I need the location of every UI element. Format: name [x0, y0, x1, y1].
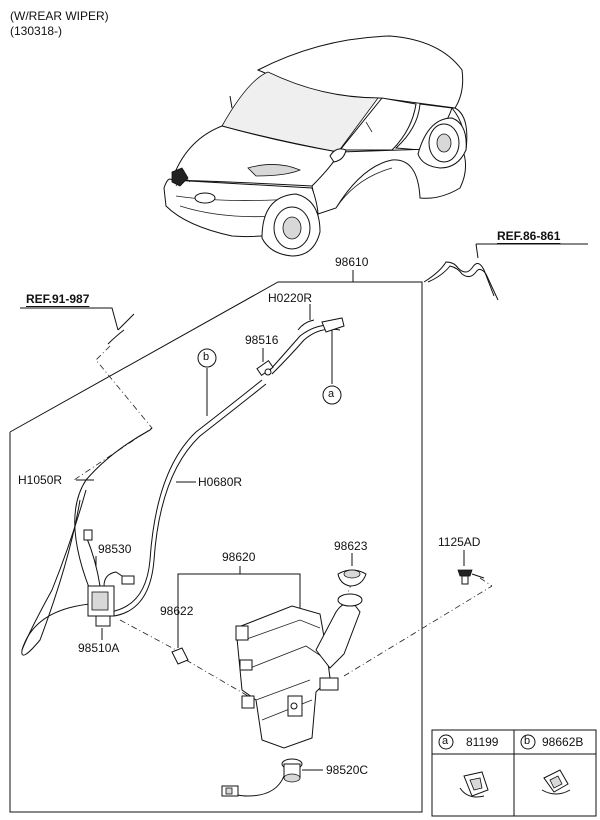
bolt-1125AD — [457, 569, 485, 585]
part-98620-label[interactable]: 98620 — [222, 550, 256, 564]
level-sensor-98520C — [221, 758, 303, 797]
part-1125AD-label[interactable]: 1125AD — [438, 535, 481, 549]
callout-b-letter: b — [203, 351, 210, 363]
assembly-boundary — [9, 281, 423, 813]
connector-98516 — [256, 360, 274, 376]
car-illustration — [163, 35, 468, 257]
legend-a-letter: a — [442, 735, 449, 747]
part-H1050R-label[interactable]: H1050R — [18, 473, 63, 487]
washer-reservoir — [235, 569, 367, 749]
callout-b-circle — [197, 348, 217, 368]
part-H0220R-label[interactable]: H0220R — [268, 291, 313, 305]
part-98530-label[interactable]: 98530 — [98, 542, 132, 556]
pump-assembly — [83, 529, 135, 627]
part-98623-label[interactable]: 98623 — [334, 539, 368, 553]
part-H0680R-label[interactable]: H0680R — [198, 475, 243, 489]
variant-label: (W/REAR WIPER) — [10, 9, 109, 23]
ref-91-987-link[interactable]: REF.91-987 — [26, 292, 90, 306]
legend-b-part[interactable]: 98662B — [542, 735, 584, 749]
legend-a-part[interactable]: 81199 — [466, 735, 499, 749]
grommet-98622 — [171, 647, 189, 665]
legend-b-letter: b — [524, 735, 531, 747]
part-98516-label[interactable]: 98516 — [245, 333, 279, 347]
part-98622-label[interactable]: 98622 — [160, 604, 194, 618]
legend-table — [431, 729, 597, 817]
callout-a-circle — [322, 385, 342, 405]
part-98510A-label[interactable]: 98510A — [78, 641, 120, 655]
ref-86-861-leader — [423, 243, 588, 301]
ref-86-861-link[interactable]: REF.86-861 — [497, 229, 561, 243]
callout-a-letter: a — [328, 388, 335, 400]
nozzle-joint — [321, 317, 345, 344]
date-range-label: (130318-) — [10, 24, 63, 38]
part-98610-label[interactable]: 98610 — [335, 255, 369, 269]
part-98520C-label[interactable]: 98520C — [326, 763, 369, 777]
ref-91-987-leader — [20, 307, 153, 481]
